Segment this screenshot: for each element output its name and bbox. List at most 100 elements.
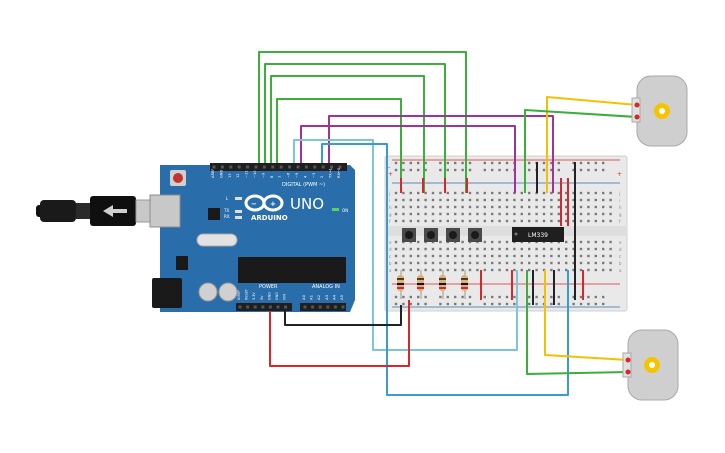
breadboard-hole [476, 254, 479, 258]
breadboard-hole [579, 212, 583, 216]
breadboard-hole [483, 240, 486, 244]
rail-hole [572, 295, 575, 299]
breadboard-hole [454, 205, 457, 209]
digital-pin-label: 12 [236, 173, 240, 178]
breadboard-hole [394, 247, 398, 251]
rail-hole [454, 302, 457, 306]
breadboard-hole [513, 254, 516, 258]
breadboard-hole [550, 261, 553, 265]
breadboard-hole [498, 219, 501, 223]
breadboard-hole [587, 191, 590, 195]
breadboard-hole [498, 268, 501, 272]
breadboard-hole [579, 247, 583, 251]
breadboard-hole [491, 205, 494, 209]
breadboard-hole [468, 205, 472, 209]
analog-pin-label: A5 [339, 294, 344, 300]
breadboard-hole [579, 254, 583, 258]
row-label: i [389, 198, 390, 203]
breadboard-hole [409, 191, 412, 195]
rail-hole [468, 302, 472, 306]
breadboard-hole [498, 191, 501, 195]
breadboard-hole [520, 261, 523, 265]
breadboard-hole [513, 219, 516, 223]
breadboard-hole [439, 191, 442, 195]
row-label: f [619, 219, 621, 224]
power-pin-hole [276, 305, 280, 309]
digital-pin-hole [254, 165, 258, 169]
resistor-3 [439, 270, 446, 299]
breadboard-hole [594, 268, 597, 272]
rail-hole [528, 295, 531, 299]
rail-hole [505, 161, 509, 165]
digital-pin-label: 2 [320, 176, 324, 178]
rail-hole [417, 302, 420, 306]
breadboard-hole [520, 198, 523, 202]
breadboard-hole [579, 261, 583, 265]
breadboard-hole [505, 198, 509, 202]
row-label: i [619, 198, 620, 203]
atmega-chip [238, 257, 346, 283]
breadboard-hole [565, 198, 568, 202]
row-label: g [619, 212, 622, 217]
breadboard-hole [498, 247, 501, 251]
breadboard-hole [594, 219, 597, 223]
row-label: d [389, 247, 392, 252]
breadboard-hole [446, 198, 449, 202]
breadboard-hole [498, 261, 501, 265]
digital-pin-hole [237, 165, 241, 169]
breadboard-hole [498, 254, 501, 258]
breadboard-hole [424, 254, 427, 258]
breadboard-hole [491, 212, 494, 216]
rail-hole [602, 295, 605, 299]
row-label: f [389, 219, 391, 224]
breadboard-hole [520, 219, 523, 223]
breadboard-hole [402, 205, 405, 209]
rail-hole [587, 302, 590, 306]
breadboard-hole [417, 191, 420, 195]
analog-pin-label: A4 [331, 294, 336, 300]
rail-hole [417, 168, 420, 172]
rail-hole [579, 302, 583, 306]
rail-hole [439, 295, 442, 299]
breadboard-hole [439, 212, 442, 216]
digital-pin-label: 13 [228, 173, 232, 178]
breadboard-hole [513, 247, 516, 251]
svg-text:+: + [270, 200, 276, 208]
analog-pin-hole [303, 305, 307, 309]
breadboard-hole [587, 254, 590, 258]
power-header-label: POWER [259, 284, 278, 290]
breadboard-hole [461, 261, 464, 265]
rail-hole [468, 161, 472, 165]
lm339-ic: LM339 [512, 227, 564, 242]
power-pin-label: 3.3V [252, 292, 256, 300]
rail-hole [394, 295, 398, 299]
breadboard-hole [431, 212, 435, 216]
rail-hole [483, 302, 486, 306]
breadboard-hole [424, 191, 427, 195]
digital-pin-label: TX→1 [329, 168, 333, 179]
rail-hole [394, 168, 398, 172]
breadboard-hole [528, 247, 531, 251]
digital-pin-hole [304, 165, 308, 169]
row-label: e [389, 240, 392, 245]
breadboard-hole [587, 240, 590, 244]
breadboard-hole [439, 219, 442, 223]
wire-green-1 [258, 51, 467, 193]
breadboard-hole [513, 212, 516, 216]
digital-pin-hole [279, 165, 283, 169]
row-label: d [619, 247, 622, 252]
rail-hole [468, 168, 472, 172]
rail-hole [587, 295, 590, 299]
rail-hole [417, 295, 420, 299]
breadboard-hole [565, 268, 568, 272]
breadboard-hole [528, 205, 531, 209]
breadboard-hole [565, 191, 568, 195]
rail-hole [579, 168, 583, 172]
breadboard-hole [609, 247, 612, 251]
breadboard-hole [483, 205, 486, 209]
breadboard-hole [454, 261, 457, 265]
breadboard-hole [505, 261, 509, 265]
breadboard-hole [402, 212, 405, 216]
row-label: c [619, 254, 621, 259]
breadboard-hole [535, 219, 538, 223]
